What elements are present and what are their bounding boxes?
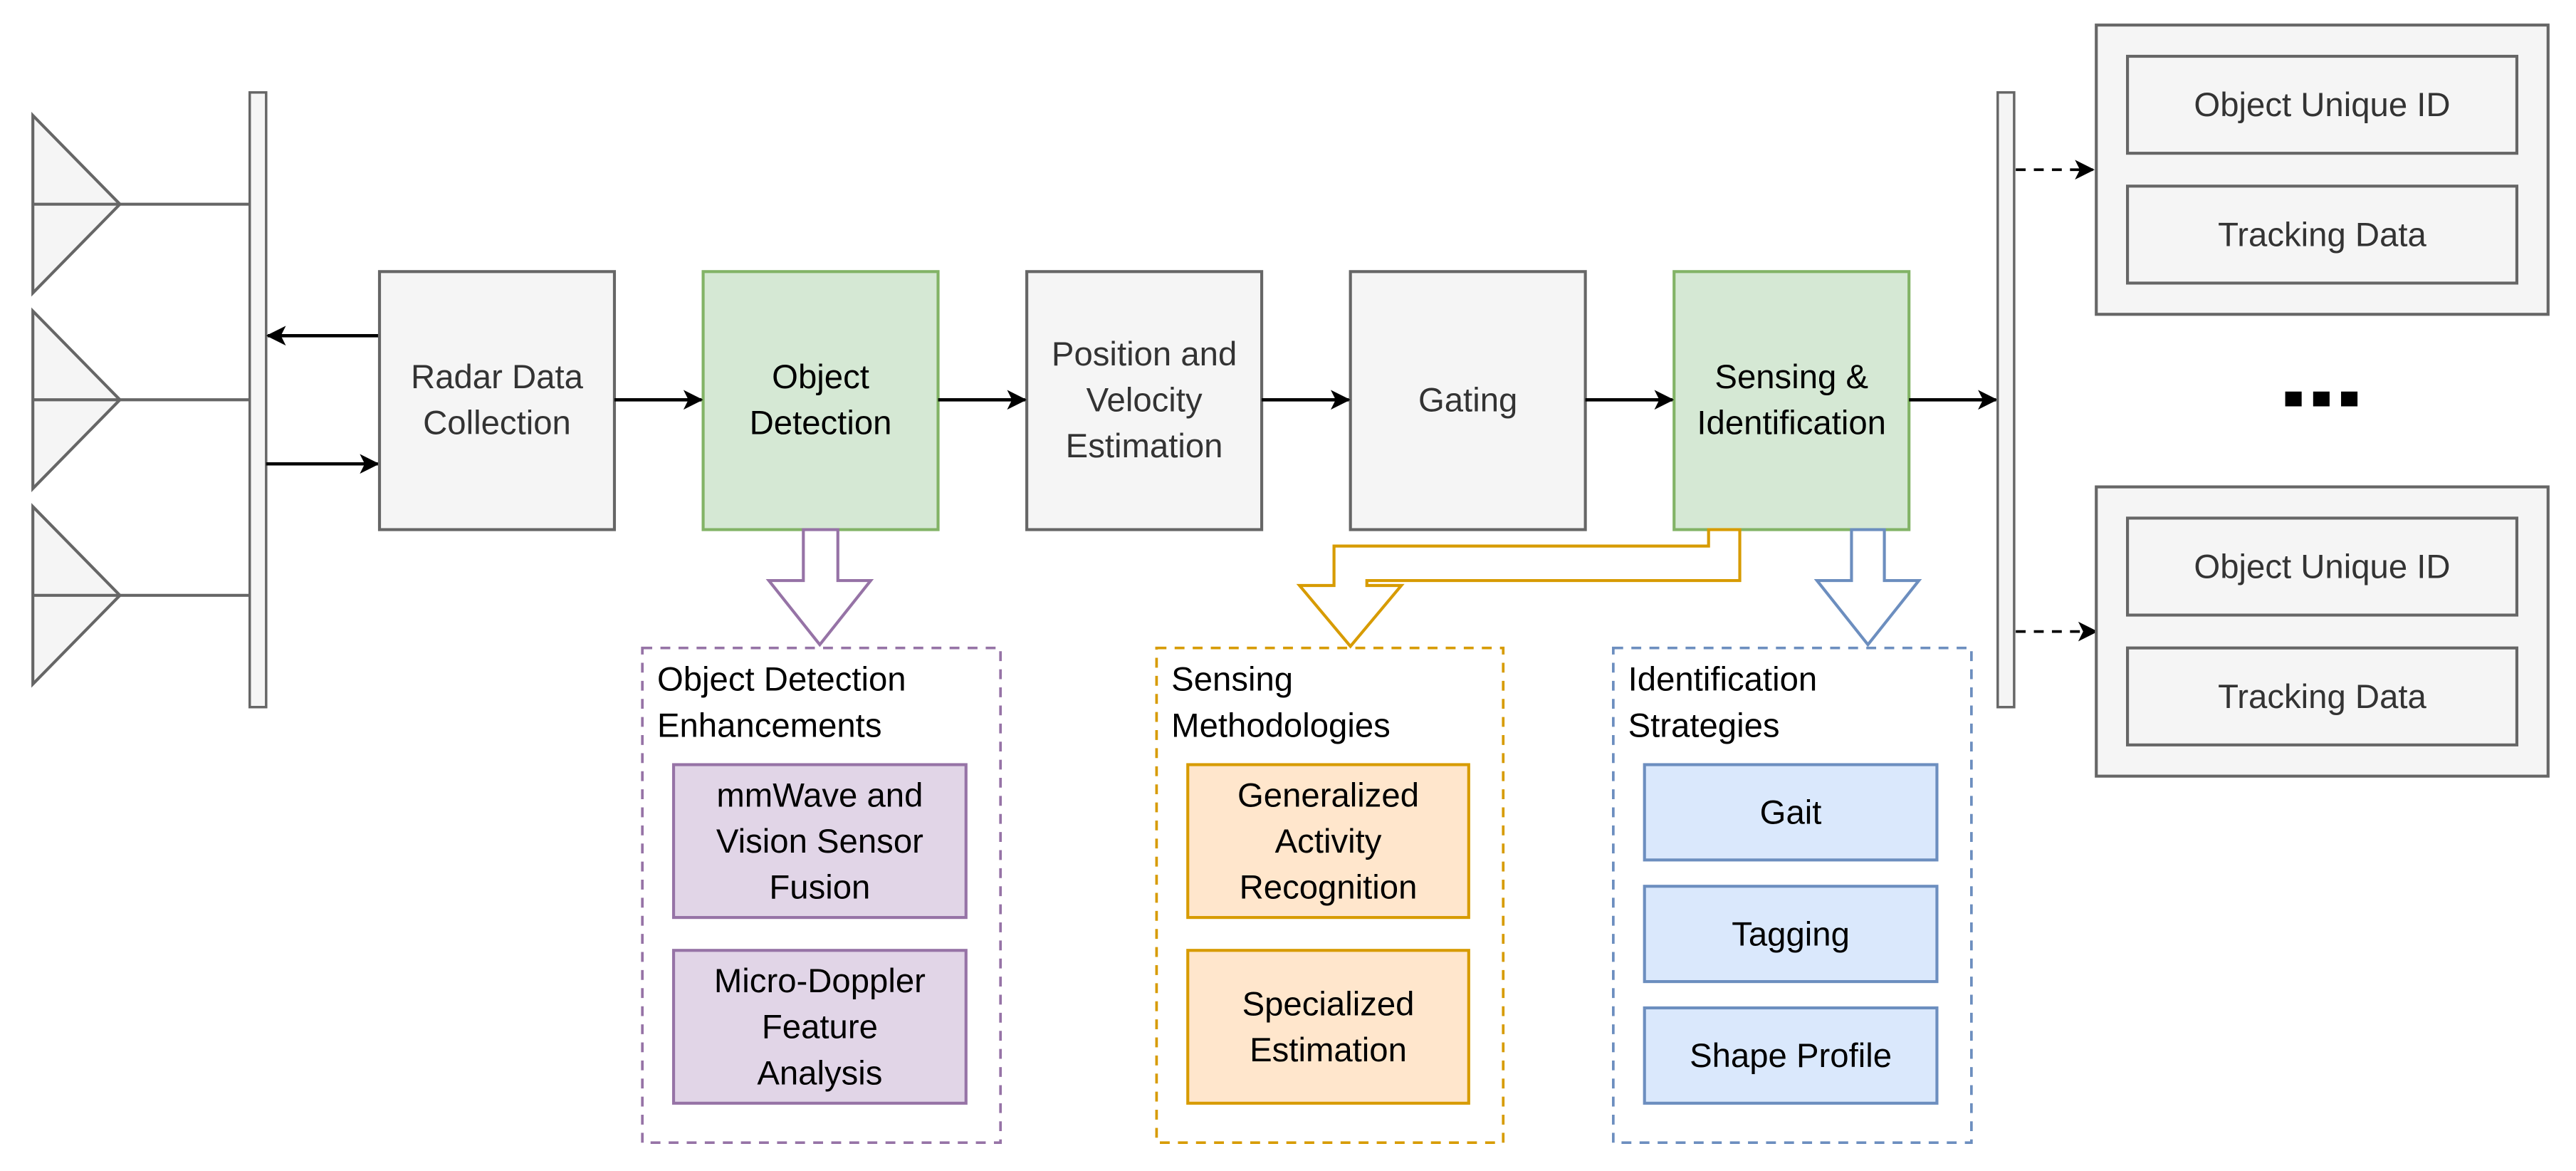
field-label: Tracking Data bbox=[2218, 678, 2426, 716]
tracking-data-field: Tracking Data bbox=[2126, 646, 2519, 746]
antenna-icon bbox=[31, 503, 255, 688]
method-item-label: Gait bbox=[1760, 794, 1822, 832]
object-unique-id-field: Object Unique ID bbox=[2126, 516, 2519, 617]
gating-label: Gating bbox=[1418, 381, 1517, 419]
block-arrow-to-identification-strategies bbox=[1813, 528, 1922, 647]
process-sensing-identification[interactable]: Sensing &Identification bbox=[1672, 270, 1911, 531]
field-label: Object Unique ID bbox=[2194, 548, 2450, 586]
input-bus-bar bbox=[248, 91, 268, 709]
block-arrow-to-detection-enhancements bbox=[765, 528, 874, 647]
method-item-label: Tagging bbox=[1732, 915, 1850, 953]
sensing-identification-label: Sensing &Identification bbox=[1697, 358, 1886, 442]
method-item[interactable]: Tagging bbox=[1643, 885, 1939, 984]
tracking-data-field: Tracking Data bbox=[2126, 184, 2519, 285]
antenna-icon bbox=[31, 112, 255, 297]
field-label: Tracking Data bbox=[2218, 217, 2426, 254]
method-item-label: Shape Profile bbox=[1690, 1037, 1892, 1075]
block-arrow-to-sensing-methodologies bbox=[1296, 528, 1742, 649]
field-label: Object Unique ID bbox=[2194, 86, 2450, 124]
antenna-array bbox=[31, 112, 255, 688]
process-gating[interactable]: Gating bbox=[1349, 270, 1587, 531]
method-item[interactable]: Gait bbox=[1643, 763, 1939, 862]
tracked-object-record: Object Unique ID Tracking Data bbox=[2095, 485, 2550, 778]
method-item[interactable]: Shape Profile bbox=[1643, 1006, 1939, 1105]
more-objects-ellipsis bbox=[2285, 391, 2358, 407]
tracked-object-record: Object Unique ID Tracking Data bbox=[2095, 24, 2550, 316]
output-bus-bar bbox=[1996, 91, 2016, 709]
antenna-icon bbox=[31, 307, 255, 492]
object-unique-id-field: Object Unique ID bbox=[2126, 54, 2519, 155]
